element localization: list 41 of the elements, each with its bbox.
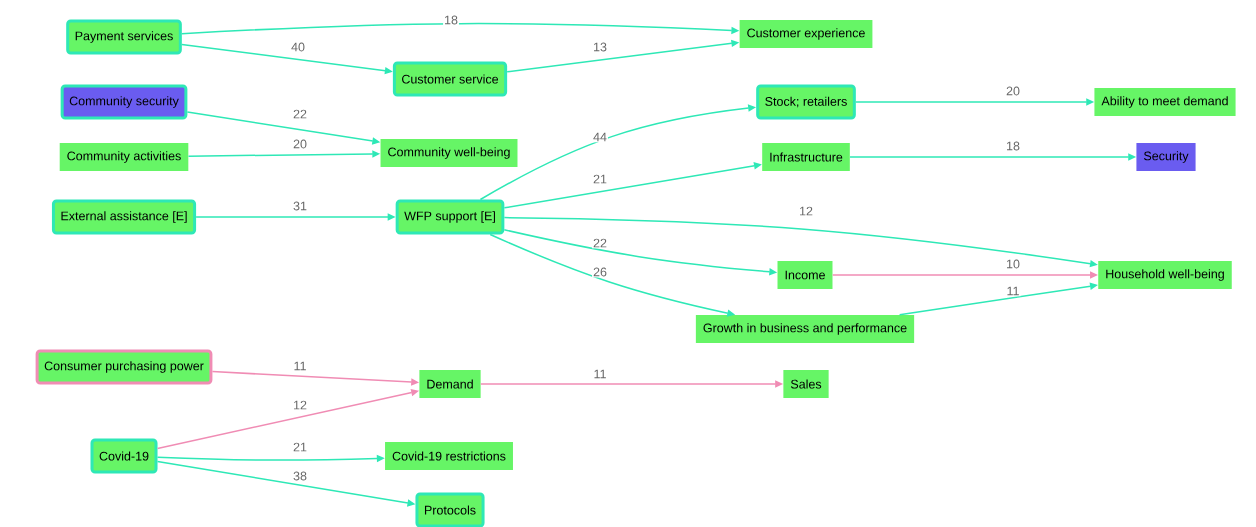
factor-box: Community well-being (380, 139, 518, 167)
factor-box: Security (1136, 143, 1196, 171)
factor-box: Consumer purchasing power (35, 349, 213, 385)
edge-label: 18 (1005, 140, 1021, 152)
edge-label: 11 (1005, 285, 1021, 297)
edge-label: 38 (292, 470, 308, 482)
edge-label: 20 (1005, 85, 1021, 97)
edge-label: 40 (290, 41, 306, 53)
edge-label: 44 (592, 131, 608, 143)
edge-label: 12 (798, 205, 814, 217)
edge-label: 21 (592, 173, 608, 185)
factor-box: Customer experience (739, 20, 873, 48)
edge-label: 13 (592, 41, 608, 53)
factor-box: Protocols (415, 492, 485, 527)
factor-box: Covid-19 (90, 438, 158, 474)
factor-box: Household well-being (1098, 261, 1232, 289)
factor-box: Covid-19 restrictions (385, 442, 513, 470)
edge-label: 11 (592, 368, 608, 380)
factor-box: Community activities (59, 143, 189, 171)
edge-label: 20 (292, 138, 308, 150)
factor-box: Stock; retailers (756, 84, 856, 120)
factor-box: Community security (60, 84, 188, 120)
factor-box: Income (777, 261, 833, 289)
factor-box: Demand (419, 370, 481, 398)
factor-box: Payment services (66, 19, 182, 55)
edge-label: 10 (1005, 258, 1021, 270)
factor-box: Growth in business and performance (695, 315, 915, 343)
edge-label: 31 (292, 200, 308, 212)
edge-label: 22 (592, 237, 608, 249)
factor-box: Infrastructure (762, 143, 850, 171)
edge-label: 12 (292, 399, 308, 411)
factor-box: Sales (783, 370, 829, 398)
factor-box: External assistance [E] (51, 199, 197, 235)
edge-label: 22 (292, 108, 308, 120)
factor-box: Ability to meet demand (1094, 88, 1236, 116)
edge-label: 18 (443, 14, 459, 26)
edge-label: 11 (292, 360, 308, 372)
factor-box: Customer service (392, 61, 508, 97)
factor-box: WFP support [E] (395, 199, 505, 235)
edge-label: 26 (592, 266, 608, 278)
edge-label: 21 (292, 441, 308, 453)
